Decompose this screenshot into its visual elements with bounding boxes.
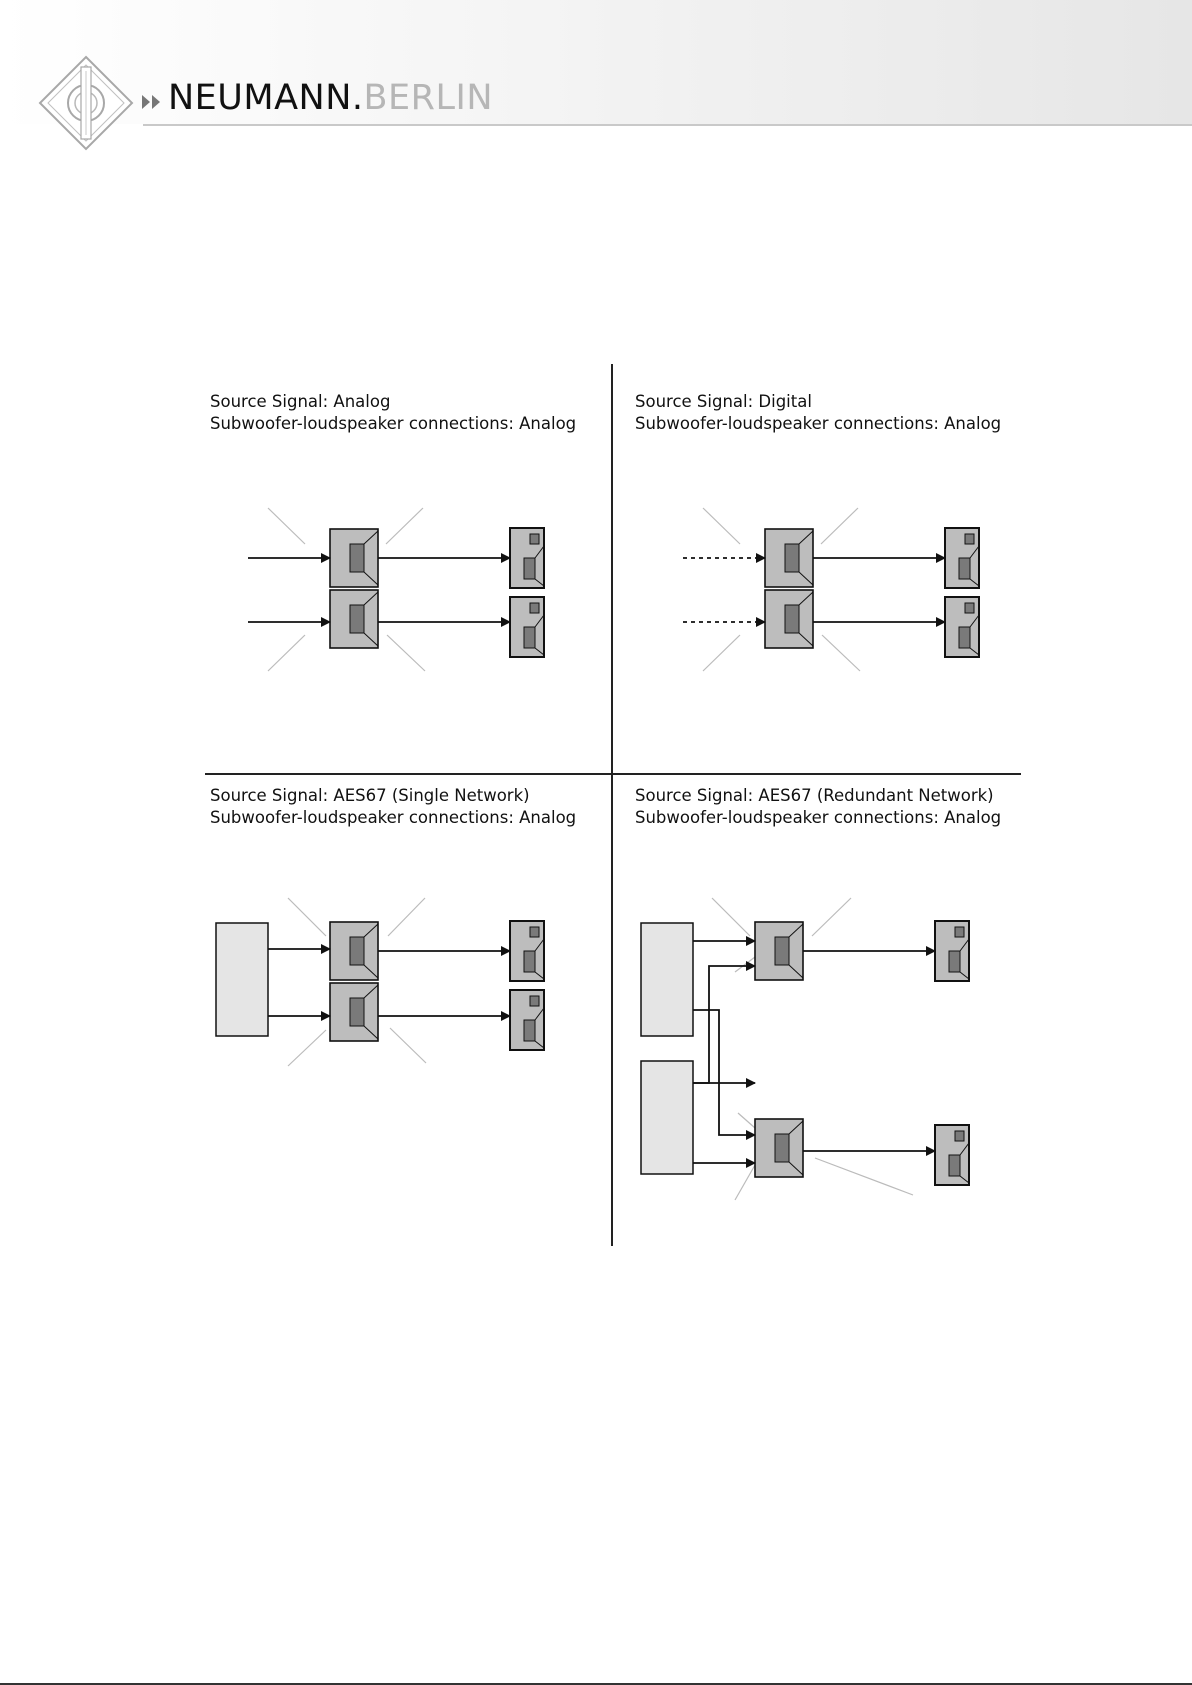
connection-label: Subwoofer-loudspeaker connections: Analo… — [210, 808, 577, 827]
diagram-aes67-single — [215, 897, 545, 1067]
source-signal-label: Source Signal: AES67 (Single Network) — [210, 786, 530, 805]
quadrant-aes67-single-title: Source Signal: AES67 (Single Network) Su… — [210, 785, 576, 829]
header-rule — [143, 124, 1192, 126]
loudspeaker-icon — [944, 527, 980, 589]
loudspeaker-icon — [509, 596, 545, 658]
network-switch — [215, 922, 269, 1037]
placement-rays — [702, 507, 861, 672]
connection-label: Subwoofer-loudspeaker connections: Analo… — [635, 808, 1002, 827]
placement-rays — [711, 897, 914, 1201]
quadrant-divider-horizontal — [205, 773, 1021, 775]
subwoofer-icon — [329, 921, 379, 981]
subwoofer-icon — [754, 1118, 804, 1178]
redundant-network-arrow — [693, 961, 756, 1084]
loudspeaker-icon — [944, 596, 980, 658]
footer-rule — [0, 1683, 1192, 1685]
source-signal-label: Source Signal: AES67 (Redundant Network) — [635, 786, 994, 805]
double-chevron-icon — [142, 95, 160, 109]
connection-label: Subwoofer-loudspeaker connections: Analo… — [210, 414, 577, 433]
placement-rays — [287, 897, 427, 1067]
header-band — [0, 0, 1192, 124]
loudspeaker-icon — [509, 527, 545, 589]
neumann-diamond-logo-icon — [38, 55, 134, 151]
quadrant-divider-vertical — [611, 364, 613, 1246]
subwoofer-icon — [329, 528, 379, 588]
brand-city: BERLIN — [363, 78, 493, 118]
subwoofer-icon — [754, 921, 804, 981]
diagram-digital — [683, 507, 980, 672]
subwoofer-icon — [329, 982, 379, 1042]
redundant-network-arrow — [693, 1009, 756, 1140]
diagram-aes67-redundant — [640, 897, 970, 1201]
quadrant-aes67-redundant-title: Source Signal: AES67 (Redundant Network)… — [635, 785, 1001, 829]
loudspeaker-icon — [509, 989, 545, 1051]
placement-rays — [267, 507, 426, 672]
brand-wordmark: NEUMANN.BERLIN — [168, 78, 493, 118]
quadrant-analog-title: Source Signal: Analog Subwoofer-loudspea… — [210, 391, 576, 435]
connection-label: Subwoofer-loudspeaker connections: Analo… — [635, 414, 1002, 433]
subwoofer-icon — [764, 528, 814, 588]
loudspeaker-icon — [934, 1124, 970, 1186]
subwoofer-icon — [329, 589, 379, 649]
source-signal-label: Source Signal: Digital — [635, 392, 812, 411]
loudspeaker-icon — [934, 920, 970, 982]
loudspeaker-icon — [509, 920, 545, 982]
network-switch-secondary — [640, 1060, 694, 1175]
network-switch-primary — [640, 922, 694, 1037]
quadrant-digital-title: Source Signal: Digital Subwoofer-loudspe… — [635, 391, 1001, 435]
brand-name: NEUMANN. — [168, 78, 364, 118]
source-signal-label: Source Signal: Analog — [210, 392, 391, 411]
diagram-analog — [248, 507, 545, 672]
subwoofer-icon — [764, 589, 814, 649]
